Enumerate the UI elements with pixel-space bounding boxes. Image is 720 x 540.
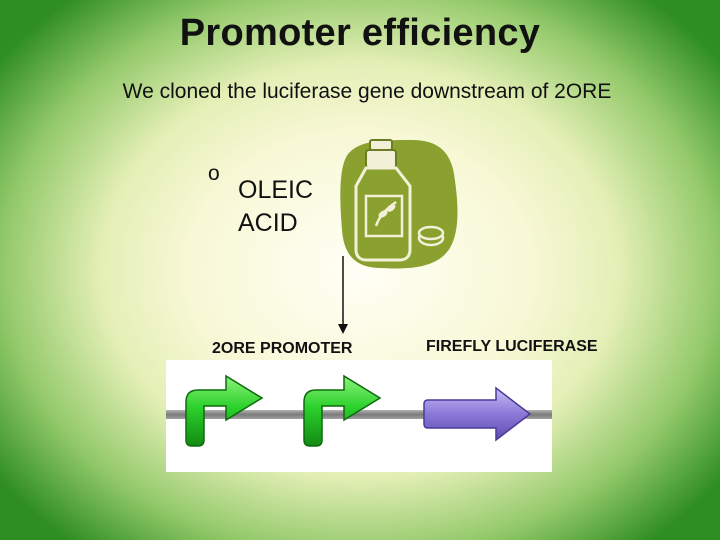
- induction-arrow: [326, 252, 356, 336]
- promoter-label: 2ORE PROMOTER: [212, 340, 352, 358]
- oleic-acid-line-1: OLEIC: [238, 174, 313, 207]
- oleic-acid-line-2: ACID: [238, 207, 313, 240]
- slide-subtitle: We cloned the luciferase gene downstream…: [0, 80, 720, 104]
- gene-construct-panel: [166, 360, 552, 472]
- gene-label: FIREFLY LUCIFERASE: [426, 338, 598, 356]
- bullet-marker: o: [208, 162, 220, 186]
- gene-arrow-icon: [424, 388, 530, 440]
- oil-bottle-icon: [332, 122, 462, 272]
- slide-title: Promoter efficiency: [0, 12, 720, 55]
- oleic-acid-label: OLEIC ACID: [238, 174, 313, 240]
